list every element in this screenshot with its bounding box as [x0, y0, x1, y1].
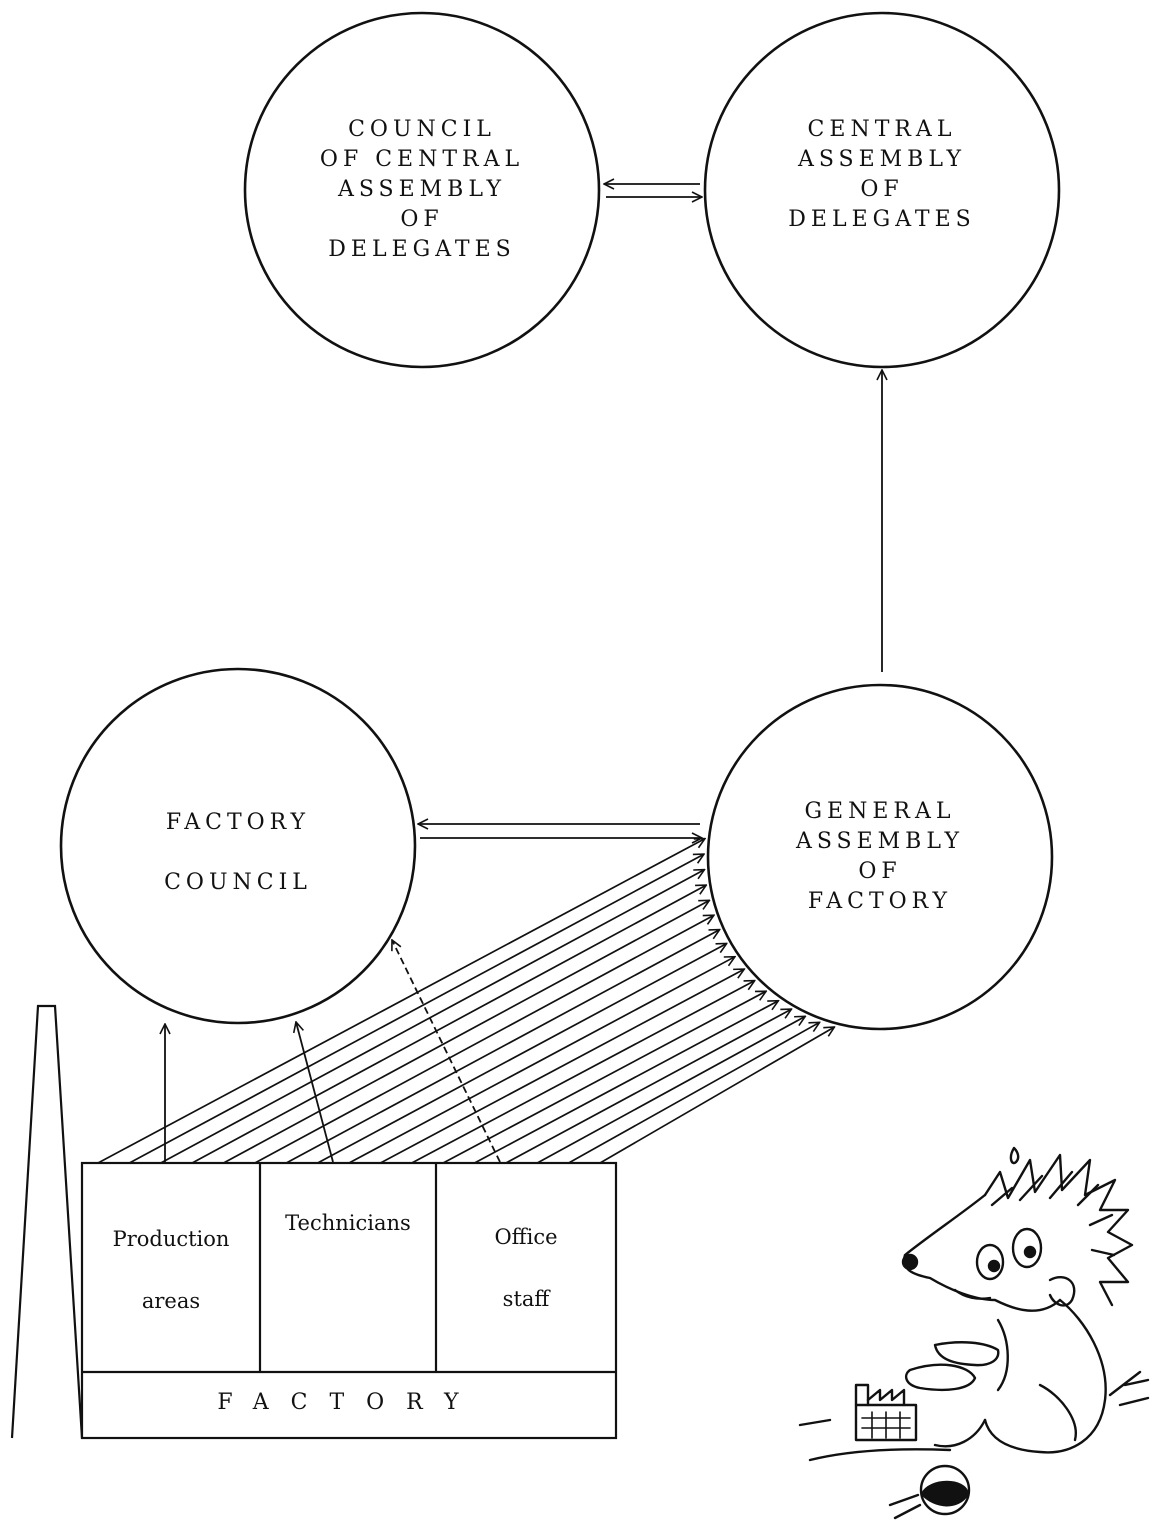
- fan-arrow: [254, 915, 714, 1164]
- fan-arrow: [285, 930, 719, 1164]
- fan-arrow: [599, 1027, 834, 1164]
- office-to-council-arrow: [392, 940, 501, 1163]
- factory-label: FACTORY: [217, 1390, 481, 1415]
- office-staff-label: Office staff: [494, 1225, 558, 1311]
- fan-arrow: [568, 1022, 820, 1164]
- fan-arrow: [317, 943, 727, 1164]
- central-assembly-circle: [703, 11, 1061, 369]
- chimney: [10, 1004, 84, 1439]
- middle-bidirectional-arrow: [418, 824, 702, 838]
- factory-council-label: FACTORY COUNCIL: [164, 810, 312, 895]
- fan-arrow: [160, 870, 705, 1164]
- technicians-to-council-arrow: [296, 1022, 334, 1163]
- fan-arrow: [191, 885, 706, 1164]
- general-assembly-label: GENERAL ASSEMBLY OF FACTORY: [795, 799, 965, 914]
- fan-arrow: [97, 839, 705, 1164]
- fan-arrow: [379, 969, 744, 1164]
- factory-council-circle: [59, 667, 417, 1025]
- fan-arrows-group: [97, 839, 834, 1164]
- fan-arrow: [348, 957, 735, 1164]
- top-bidirectional-arrow: [604, 184, 702, 197]
- central-assembly-label: CENTRAL ASSEMBLY OF DELEGATES: [788, 117, 976, 232]
- general-assembly-circle: [706, 683, 1054, 1031]
- production-areas-label: Production areas: [112, 1227, 230, 1313]
- council-central-circle: [243, 11, 601, 369]
- fan-arrow: [442, 991, 766, 1164]
- hedgehog-icon: [798, 1146, 1150, 1520]
- factory-outline: [80, 1161, 618, 1440]
- fan-arrow: [128, 854, 704, 1164]
- fan-arrow: [223, 900, 710, 1164]
- factory-building: [10, 1004, 618, 1440]
- fan-arrow: [411, 981, 755, 1164]
- fan-arrow: [474, 1001, 779, 1164]
- fan-arrow: [505, 1009, 792, 1164]
- fan-arrow: [536, 1016, 805, 1164]
- technicians-label: Technicians: [285, 1211, 411, 1235]
- council-central-label: COUNCIL OF CENTRAL ASSEMBLY OF DELEGATES: [319, 117, 525, 262]
